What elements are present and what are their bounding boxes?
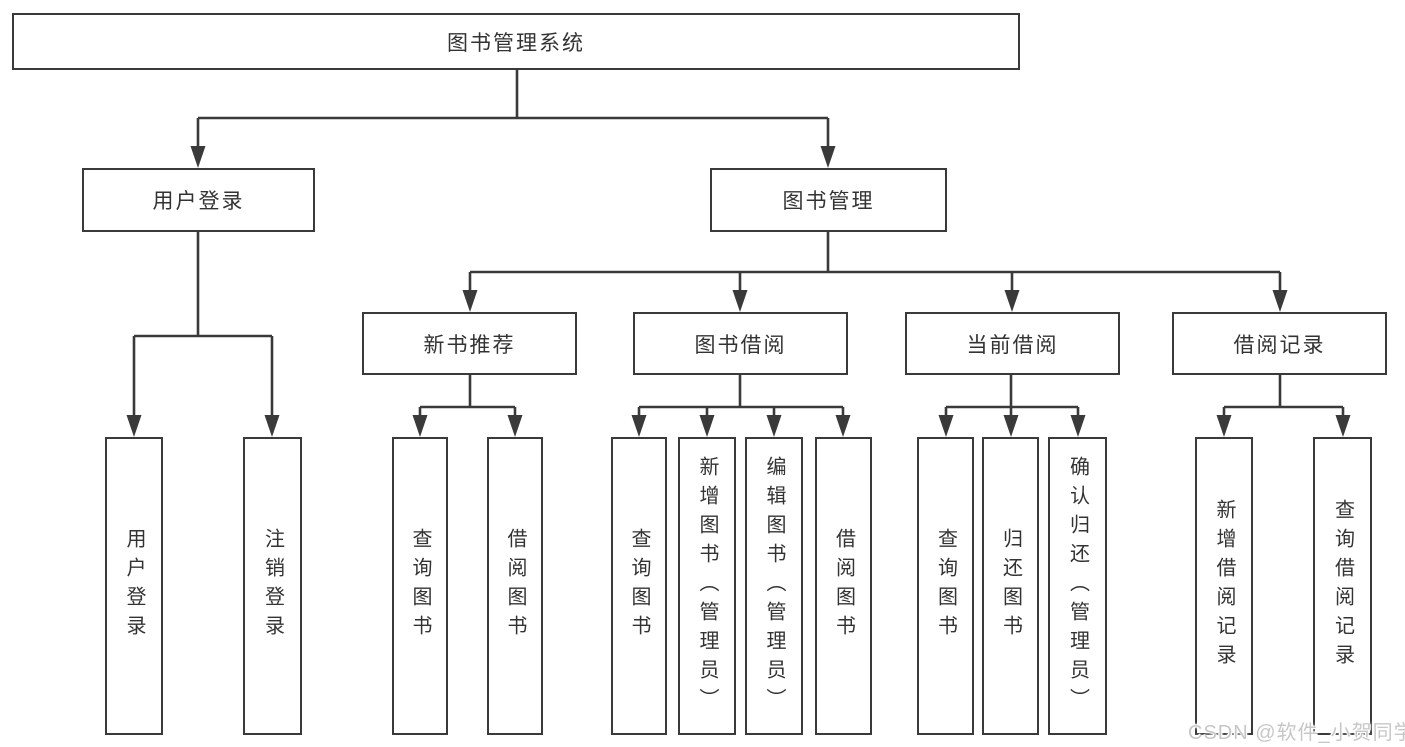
leaf-return-books: 归还图书 — [982, 437, 1039, 735]
leaf-label: 查询图书 — [628, 528, 650, 644]
leaf-label: 确认归还（管理员） — [1066, 455, 1089, 717]
node-book-borrowing: 图书借阅 — [633, 312, 848, 375]
leaf-query-books-current: 查询图书 — [917, 437, 974, 735]
leaf-label: 注销登录 — [261, 528, 284, 644]
node-label: 新书推荐 — [423, 333, 516, 357]
node-label: 当前借阅 — [966, 333, 1059, 357]
node-user-login: 用户登录 — [82, 168, 315, 232]
leaf-label: 归还图书 — [999, 528, 1022, 644]
node-borrowing-records: 借阅记录 — [1172, 312, 1387, 375]
node-label: 图书借阅 — [694, 333, 787, 357]
node-current-borrowing: 当前借阅 — [905, 312, 1120, 375]
leaf-label: 用户登录 — [123, 528, 145, 644]
leaf-label: 借阅图书 — [832, 528, 855, 644]
leaf-edit-books-admin: 编辑图书（管理员） — [745, 437, 803, 735]
leaf-query-books: 查询图书 — [392, 437, 448, 735]
leaf-logout: 注销登录 — [243, 437, 302, 735]
leaf-label: 新增借阅记录 — [1213, 499, 1235, 673]
leaf-confirm-return-admin: 确认归还（管理员） — [1048, 437, 1107, 735]
leaf-label: 查询借阅记录 — [1331, 499, 1354, 673]
node-label: 用户登录 — [152, 190, 245, 213]
leaf-query-books-borrow: 查询图书 — [611, 437, 667, 735]
leaf-borrow-books-2: 借阅图书 — [815, 437, 872, 735]
leaf-add-borrow-record: 新增借阅记录 — [1195, 437, 1253, 735]
leaf-add-books-admin: 新增图书（管理员） — [678, 437, 736, 735]
leaf-borrow-books: 借阅图书 — [487, 437, 543, 735]
leaf-user-login: 用户登录 — [105, 437, 163, 735]
node-library-management-system: 图书管理系统 — [12, 13, 1020, 70]
leaf-label: 查询图书 — [934, 528, 957, 644]
node-new-book-recommendation: 新书推荐 — [362, 312, 577, 375]
node-label: 图书管理系统 — [447, 31, 585, 55]
leaf-label: 查询图书 — [409, 528, 431, 644]
node-book-management: 图书管理 — [710, 168, 947, 232]
node-label: 借阅记录 — [1233, 333, 1326, 357]
leaf-label: 新增图书（管理员） — [696, 455, 718, 717]
csdn-watermark: CSDN @软件_小贺同学 — [1188, 722, 1405, 744]
leaf-label: 编辑图书（管理员） — [763, 455, 785, 717]
leaf-label: 借阅图书 — [504, 528, 526, 644]
node-label: 图书管理 — [782, 190, 875, 213]
leaf-query-borrow-record: 查询借阅记录 — [1313, 437, 1372, 735]
